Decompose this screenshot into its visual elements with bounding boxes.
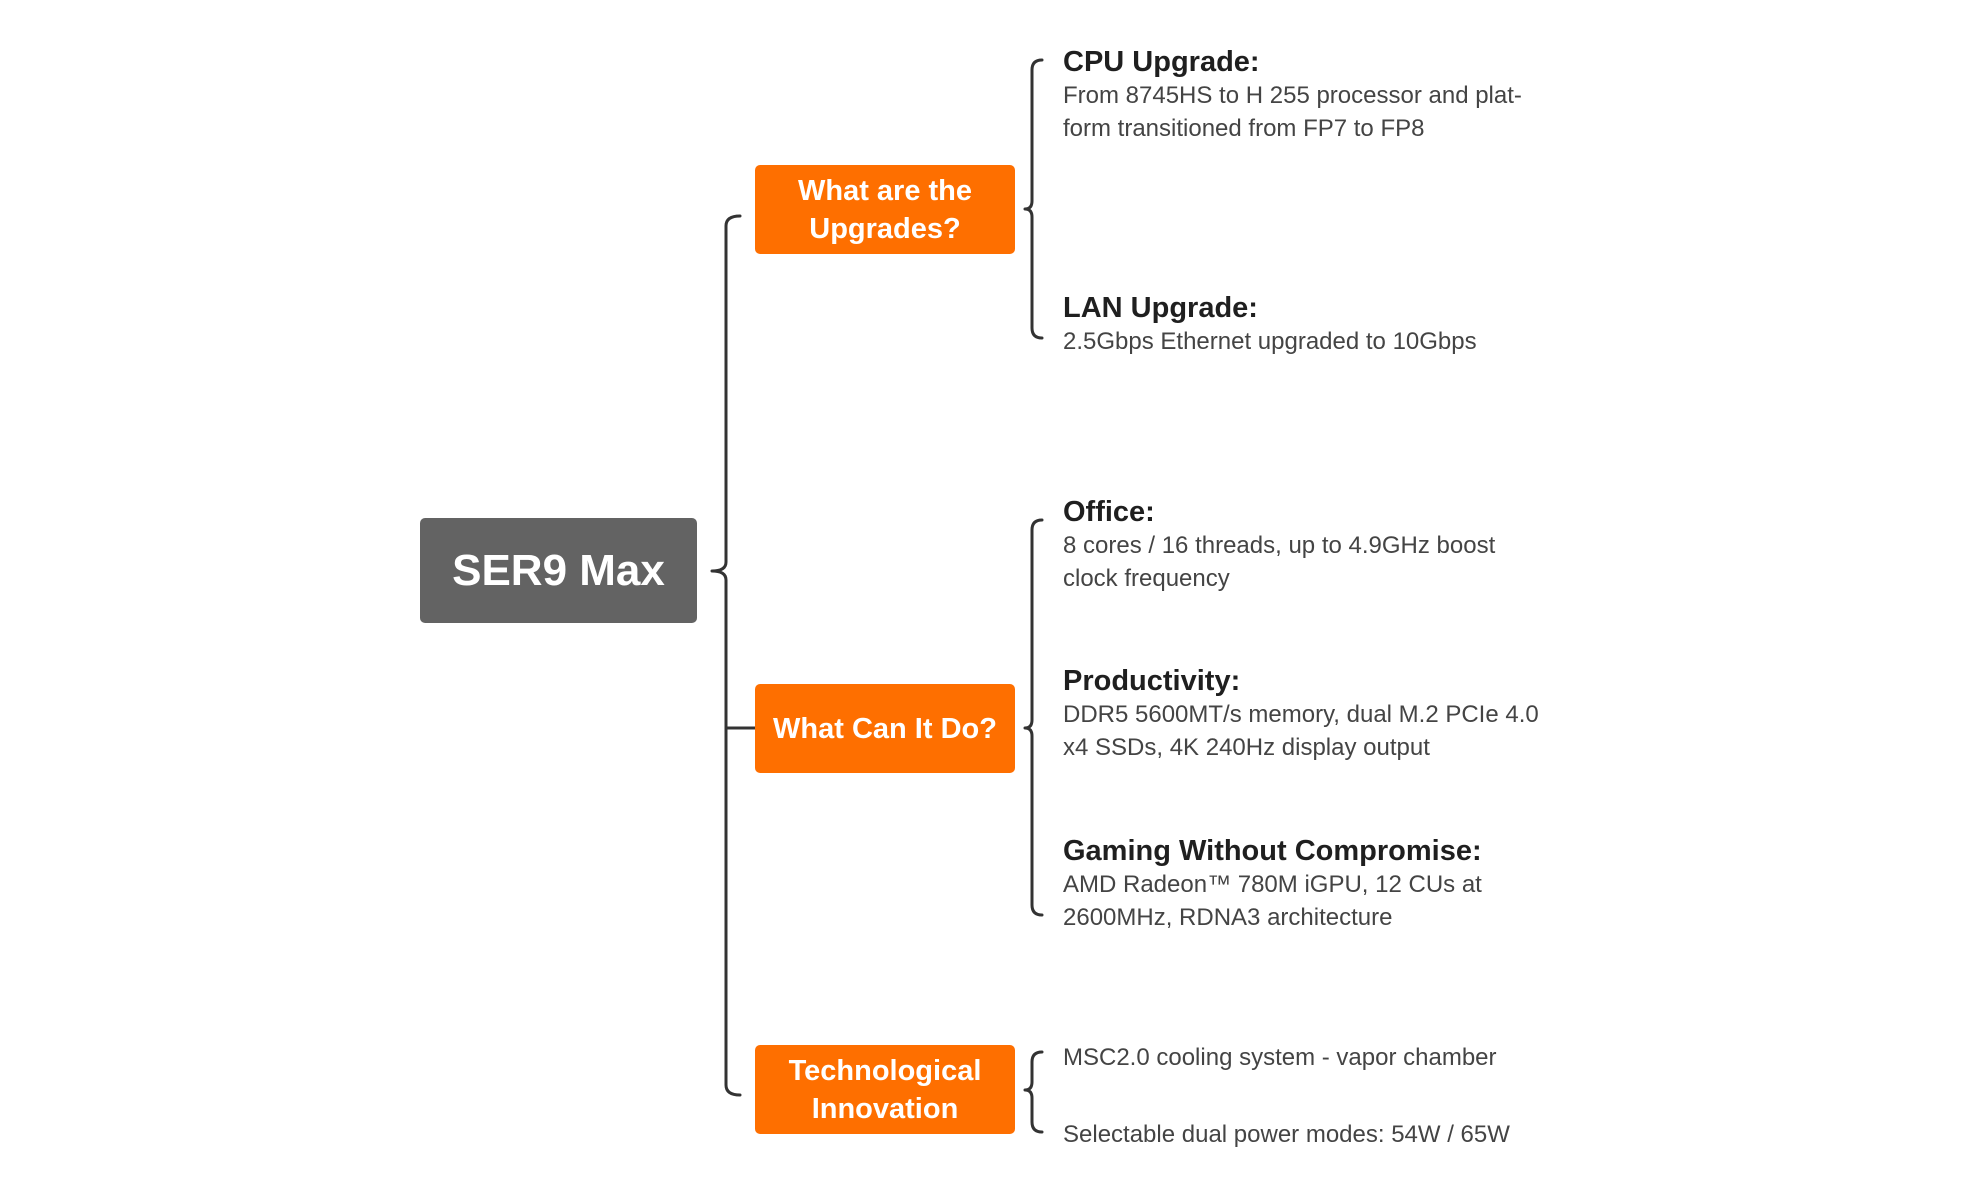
leaf-body-line: AMD Radeon™ 780M iGPU, 12 CUs at <box>1063 871 1482 898</box>
leaf-body-line: From 8745HS to H 255 processor and plat- <box>1063 82 1522 109</box>
leaf-body-line: DDR5 5600MT/s memory, dual M.2 PCIe 4.0 <box>1063 701 1539 728</box>
leaf-body-line: 2600MHz, RDNA3 architecture <box>1063 904 1393 931</box>
branch-label-line: Upgrades? <box>809 212 961 245</box>
leaf-body-line: 8 cores / 16 threads, up to 4.9GHz boost <box>1063 532 1496 559</box>
leaf-gaming[interactable]: Gaming Without Compromise: AMD Radeon™ 7… <box>1063 834 1583 934</box>
branch-upgrades[interactable]: What are the Upgrades? <box>755 165 1015 254</box>
branch-label-line: What are the <box>797 174 973 207</box>
leaf-body-line: 2.5Gbps Ethernet upgraded to 10Gbps <box>1063 328 1477 355</box>
branch-label-line: Innovation <box>811 1092 959 1125</box>
innovation-bracket <box>1023 1050 1044 1134</box>
branch-label-line: Technological <box>788 1054 982 1087</box>
leaf-body-line: clock frequency <box>1063 565 1230 592</box>
leaf-title: Office: <box>1063 496 1155 528</box>
capabilities-bracket <box>1023 518 1044 917</box>
branch-label-line: What Can It Do? <box>773 712 997 745</box>
upgrades-bracket <box>1023 58 1044 340</box>
leaf-title: Gaming Without Compromise: <box>1063 835 1482 867</box>
leaf-title: Productivity: <box>1063 665 1241 697</box>
leaf-body-line: x4 SSDs, 4K 240Hz display output <box>1063 734 1430 761</box>
leaf-cooling[interactable]: MSC2.0 cooling system - vapor chamber <box>1063 1044 1497 1071</box>
leaf-lan-upgrade[interactable]: LAN Upgrade: 2.5Gbps Ethernet upgraded t… <box>1063 291 1583 358</box>
root-bracket <box>710 214 742 1097</box>
root-label: SER9 Max <box>452 545 665 595</box>
leaf-productivity[interactable]: Productivity: DDR5 5600MT/s memory, dual… <box>1063 664 1583 764</box>
leaf-cpu-upgrade[interactable]: CPU Upgrade: From 8745HS to H 255 proces… <box>1063 45 1583 145</box>
branch-capabilities[interactable]: What Can It Do? <box>755 684 1015 773</box>
branch-innovation[interactable]: Technological Innovation <box>755 1045 1015 1134</box>
root-node[interactable]: SER9 Max <box>420 518 697 623</box>
leaf-office[interactable]: Office: 8 cores / 16 threads, up to 4.9G… <box>1063 495 1583 595</box>
leaf-title: LAN Upgrade: <box>1063 292 1258 324</box>
leaf-title: CPU Upgrade: <box>1063 46 1260 78</box>
leaf-body-line: form transitioned from FP7 to FP8 <box>1063 115 1425 142</box>
leaf-power-modes[interactable]: Selectable dual power modes: 54W / 65W <box>1063 1121 1510 1148</box>
